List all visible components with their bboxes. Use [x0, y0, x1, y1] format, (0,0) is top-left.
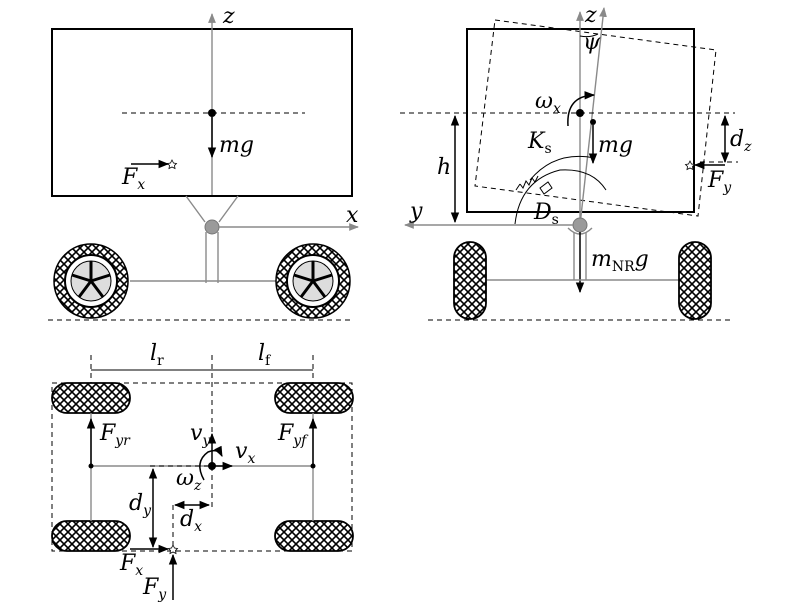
- force-point-star: [166, 159, 178, 170]
- top-view: lr lf Fyr Fyf vy vx ωz dy dx: [51, 341, 354, 603]
- lr-label: lr: [150, 341, 164, 369]
- front-wheel-side: [275, 243, 351, 319]
- yaw-rate-arrow: [199, 445, 223, 481]
- dz-label: dz: [730, 127, 752, 155]
- spring-arc: [529, 155, 596, 181]
- omega-x-label: ωx: [535, 89, 561, 117]
- y-axis-label: y: [409, 199, 423, 224]
- mg-label: mg: [219, 133, 254, 158]
- cg-rolled: [590, 119, 596, 125]
- roll-rate-arrow: [567, 91, 596, 127]
- right-wheel-front: [678, 241, 712, 320]
- front-left-wheel: [274, 382, 354, 414]
- damper-arc: [514, 169, 607, 225]
- fyr-label: Fyr: [99, 421, 131, 449]
- damper-symbol: [539, 181, 553, 195]
- omega-z-label: ωz: [176, 466, 202, 494]
- side-view: z mg Fx x: [48, 4, 359, 321]
- rear-right-wheel: [51, 520, 131, 552]
- fx-label: Fx: [121, 165, 145, 193]
- vehicle-body-side: [51, 28, 353, 197]
- z-axis-label: z: [222, 4, 235, 29]
- mg-label-front: mg: [598, 133, 633, 158]
- ds-label: Ds: [533, 200, 559, 228]
- center-of-gravity: [208, 109, 216, 117]
- rolled-body-outline: [474, 19, 717, 217]
- force-point-top: [167, 544, 179, 555]
- fy-label-top: Fy: [142, 575, 167, 603]
- psi-label: ψ: [583, 30, 601, 55]
- lf-label: lf: [258, 341, 272, 369]
- dx-label: dx: [180, 507, 202, 535]
- suspension-links: [185, 195, 239, 223]
- h-label: h: [437, 155, 451, 180]
- vx-label: vx: [235, 439, 255, 467]
- mnrg-label: mNRg: [591, 247, 649, 275]
- rear-wheel-side: [53, 243, 129, 319]
- tilted-axis: [579, 7, 607, 226]
- x-axis-label: x: [346, 203, 359, 228]
- front-view: z ψ ωx mg Ks Ds y h dz: [400, 3, 752, 321]
- front-right-wheel: [274, 520, 354, 552]
- z-axis-label-front: z: [584, 3, 597, 28]
- dy-label: dy: [129, 491, 152, 519]
- cg-front: [576, 109, 584, 117]
- roll-center-front: [572, 217, 588, 233]
- left-wheel-front: [453, 241, 487, 320]
- rear-left-wheel: [51, 382, 131, 414]
- fyf-label: Fyf: [277, 421, 309, 449]
- ks-label: Ks: [527, 129, 552, 157]
- fy-label: Fy: [707, 168, 732, 196]
- fx-label-top: Fx: [119, 551, 143, 579]
- vy-label: vy: [190, 421, 211, 449]
- roll-center: [204, 219, 220, 235]
